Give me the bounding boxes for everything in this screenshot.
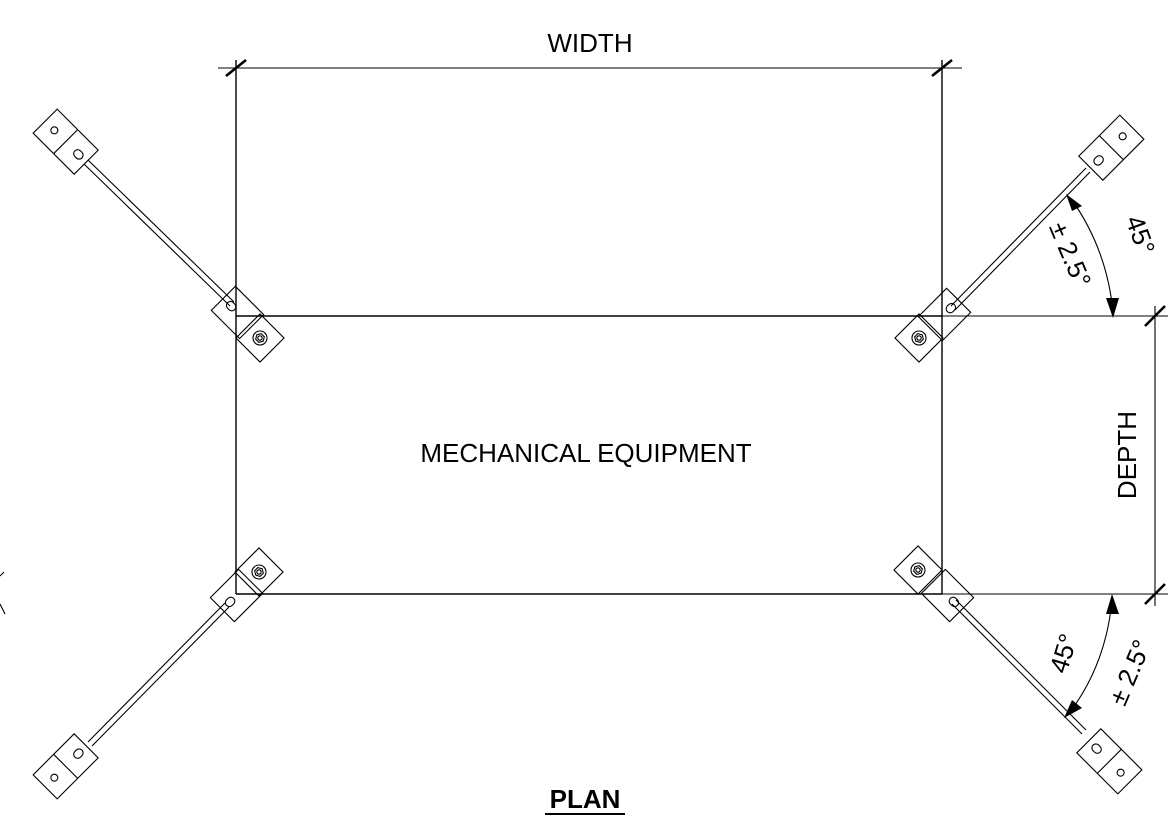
tolerance-label-bottom: ± 2.5°	[1103, 635, 1157, 709]
depth-label: DEPTH	[1112, 411, 1142, 499]
width-dimension	[218, 58, 962, 78]
plan-title: PLAN	[550, 784, 621, 814]
depth-dimension	[942, 305, 1168, 606]
brace-bottom-left	[32, 547, 284, 800]
angle-label-top: 45°	[1120, 211, 1162, 258]
left-edge-marks	[0, 571, 6, 615]
angle-arc-top	[1066, 194, 1119, 318]
equipment-outline	[235, 60, 943, 595]
width-label: WIDTH	[547, 28, 632, 58]
brace-top-left	[32, 108, 285, 363]
brace-bottom-right	[893, 545, 1143, 795]
equipment-label: MECHANICAL EQUIPMENT	[420, 438, 751, 468]
brace-top-right	[894, 114, 1145, 363]
angle-arc-bottom	[1064, 594, 1119, 718]
angle-label-bottom: 45°	[1043, 630, 1083, 676]
